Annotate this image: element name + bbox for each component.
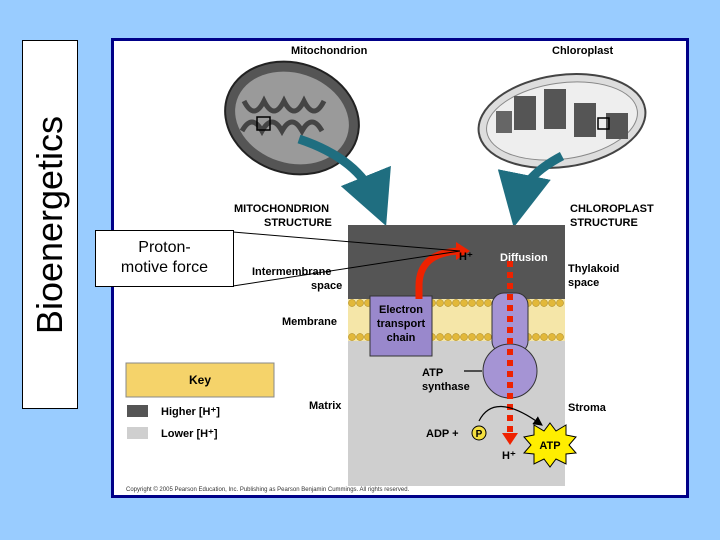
atp-burst	[522, 422, 578, 468]
atp-synthesis-arrow	[478, 405, 543, 426]
chloroplast-illustration	[477, 72, 647, 170]
atp-synthase-label-2: synthase	[422, 381, 470, 393]
h-plus-top: H⁺	[459, 251, 473, 263]
etc-label-2: transport	[377, 318, 426, 330]
lipid-head	[460, 299, 468, 307]
key-box	[125, 362, 275, 398]
key-higher-label: Higher [H⁺]	[161, 406, 220, 418]
lipid-head	[468, 333, 476, 341]
lipid-head	[444, 299, 452, 307]
etc-label-1: Electron	[379, 304, 423, 316]
atp-synthase-label-1: ATP	[422, 367, 443, 379]
lipid-head	[356, 299, 364, 307]
slide-title: Bioenergetics	[29, 115, 70, 334]
key-lower-swatch	[127, 427, 148, 439]
atp-label: ATP	[539, 440, 560, 452]
intermembrane-label-2: space	[311, 280, 342, 292]
matrix-label: Matrix	[309, 400, 342, 412]
copyright-text: Copyright © 2005 Pearson Education, Inc.…	[126, 486, 410, 493]
lipid-head	[548, 333, 556, 341]
lipid-head	[556, 333, 564, 341]
lipid-head	[484, 299, 492, 307]
chemiosmosis-diagram: Mitochondrion Chloroplast MITOCHONDRION	[125, 45, 654, 493]
proton-motive-force-callout: Proton- motive force	[95, 230, 234, 287]
key-lower-label: Lower [H⁺]	[161, 428, 218, 440]
lipid-head	[452, 333, 460, 341]
diffusion-label: Diffusion	[500, 252, 548, 264]
chloroplast-title: Chloroplast	[552, 45, 613, 57]
lipid-head	[348, 299, 356, 307]
mitochondrion-structure-label-2: STRUCTURE	[264, 217, 332, 229]
lipid-head	[468, 299, 476, 307]
thylakoid-label-1: Thylakoid	[568, 263, 619, 275]
lipid-head	[452, 299, 460, 307]
key-title: Key	[189, 373, 211, 387]
chloroplast-structure-label: CHLOROPLAST	[570, 203, 654, 215]
lipid-head	[556, 299, 564, 307]
key-higher-swatch	[127, 405, 148, 417]
stroma-label: Stroma	[568, 402, 607, 414]
lipid-head	[540, 333, 548, 341]
lipid-head	[548, 299, 556, 307]
lipid-head	[460, 333, 468, 341]
diagram-panel: Mitochondrion Chloroplast MITOCHONDRION	[111, 38, 689, 498]
mitochondrion-title: Mitochondrion	[291, 45, 368, 57]
callout-line-2: motive force	[120, 259, 209, 276]
h-plus-bottom: H⁺	[502, 450, 516, 462]
lipid-head	[484, 333, 492, 341]
lipid-head	[532, 333, 540, 341]
lipid-head	[436, 299, 444, 307]
mitochondrion-zoom-arrow	[297, 134, 391, 227]
membrane-label: Membrane	[282, 316, 337, 328]
phosphate-circle	[471, 425, 487, 441]
lipid-head	[476, 299, 484, 307]
lipid-head	[476, 333, 484, 341]
lipid-head	[356, 333, 364, 341]
chloroplast-structure-label-2: STRUCTURE	[570, 217, 638, 229]
chloroplast-zoom-arrow	[497, 152, 565, 228]
lipid-head	[540, 299, 548, 307]
side-title-box: Bioenergetics	[22, 40, 78, 409]
mitochondrion-structure-label: MITOCHONDRION	[234, 203, 329, 215]
intermembrane-label-1: Intermembrane	[252, 266, 331, 278]
thylakoid-label-2: space	[568, 277, 599, 289]
lipid-head	[348, 333, 356, 341]
electron-transport-chain	[369, 295, 433, 357]
callout-line-1: Proton-	[138, 239, 191, 256]
lipid-head	[532, 299, 540, 307]
etc-label-3: chain	[387, 332, 416, 344]
phosphate-label: P	[476, 429, 483, 440]
adp-label: ADP +	[426, 428, 459, 440]
lipid-head	[444, 333, 452, 341]
diffusion-arrowhead	[502, 433, 518, 445]
lipid-head	[436, 333, 444, 341]
